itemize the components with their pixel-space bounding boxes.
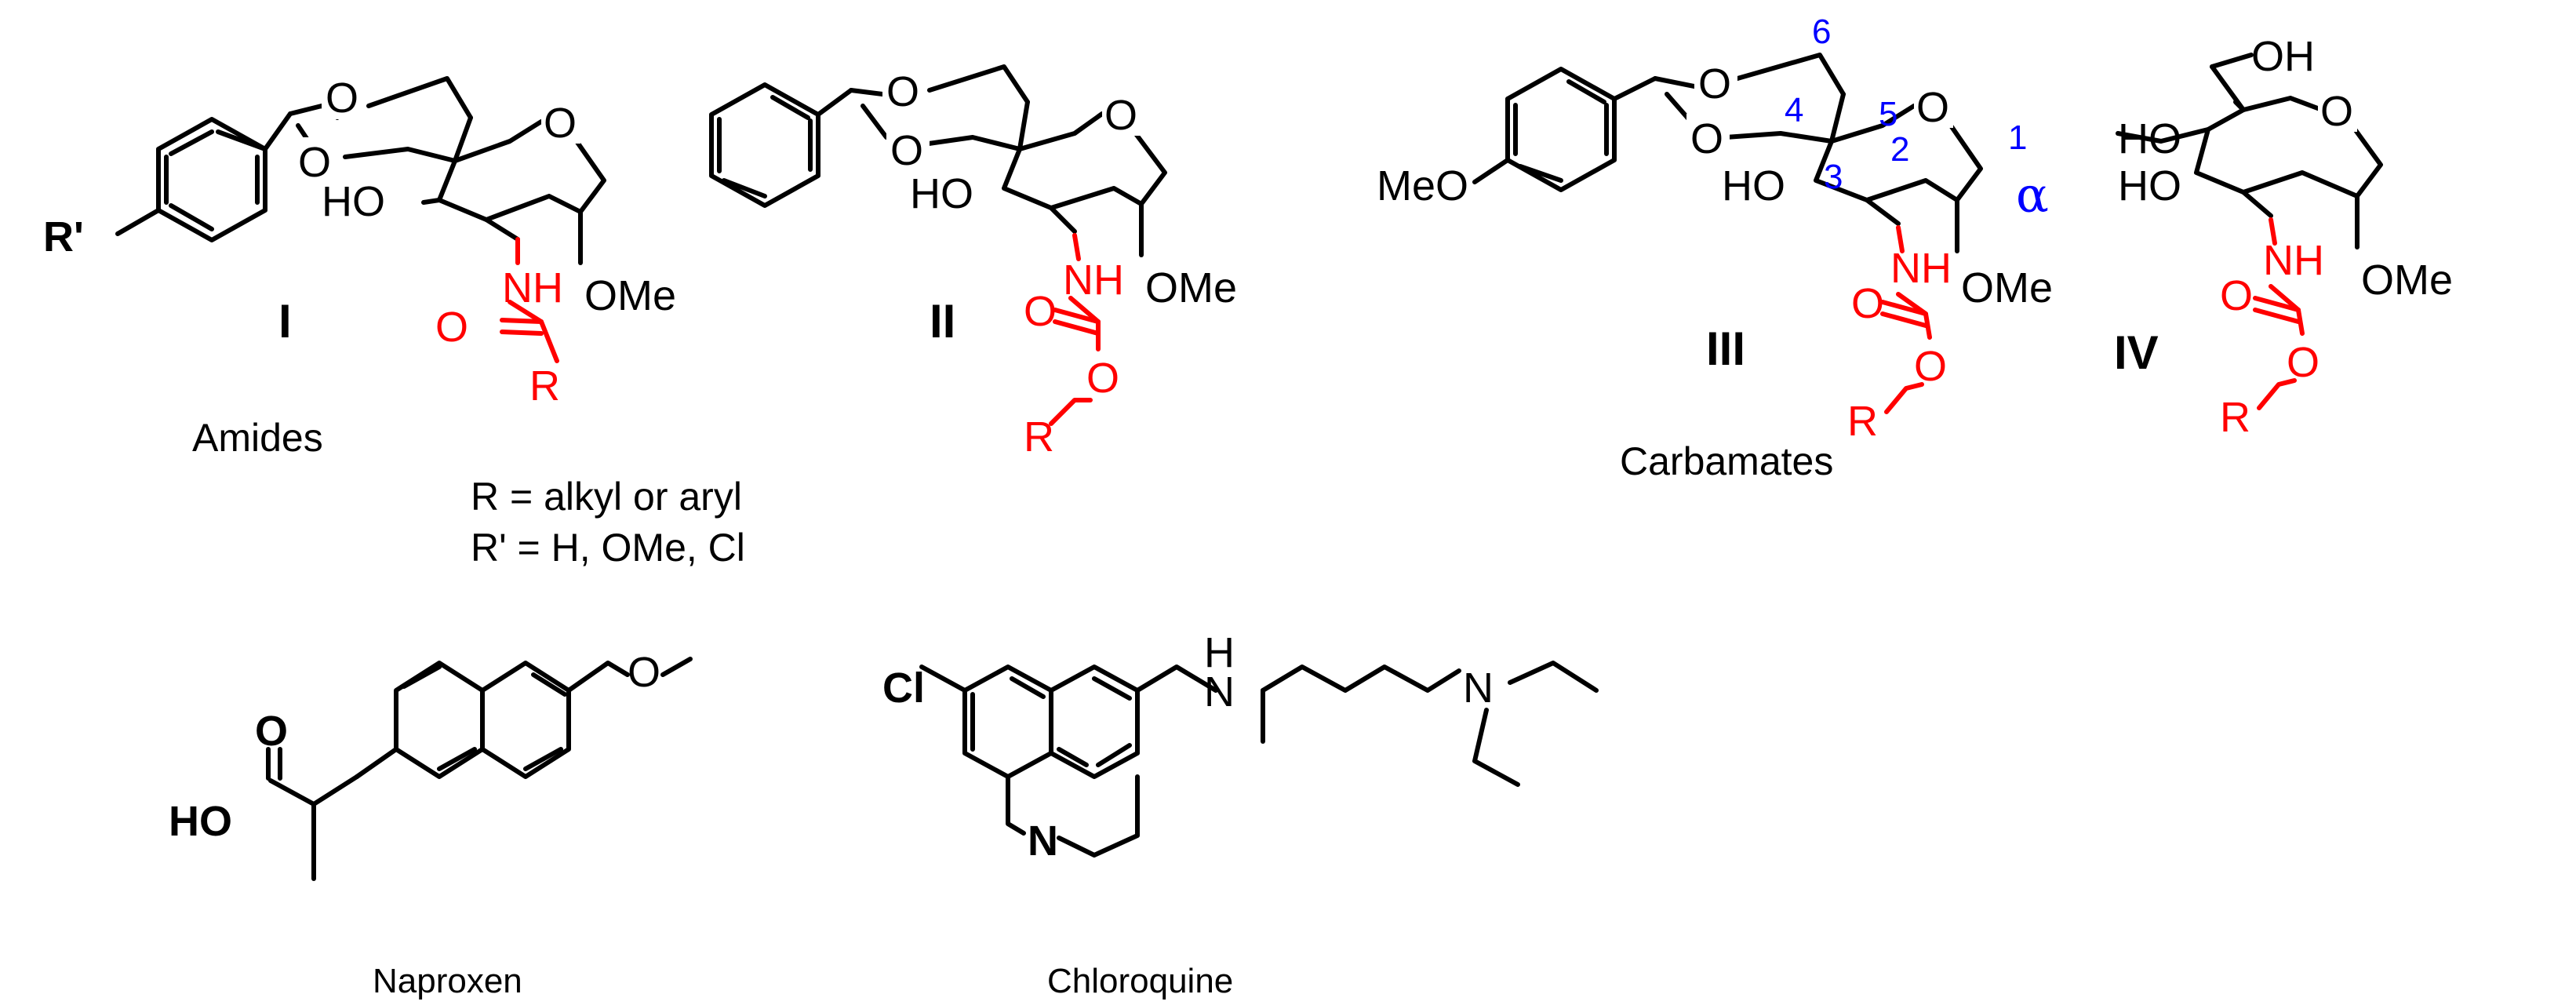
compound-II-phenyl-ring <box>709 82 820 208</box>
amide-nh-label: NH <box>502 264 563 311</box>
ring-nitrogen: N <box>1028 817 1058 865</box>
ring-oxygen: O <box>1916 84 1949 131</box>
carbamate-nh-label: NH <box>2263 237 2324 284</box>
acetal-oxygen-1: O <box>886 68 919 115</box>
compound-id-I: I <box>278 295 292 348</box>
carbonyl-oxygen: O <box>1024 288 1057 335</box>
compound-I: R' O O O HO NH O R OMe I <box>43 72 676 410</box>
hydroxyl-label: HO <box>910 170 973 217</box>
caption-r-definition: R = alkyl or aryl <box>471 475 742 519</box>
alpha-anomer-label: α <box>2016 166 2049 224</box>
r-group-label: R <box>1847 398 1878 445</box>
ring-oxygen: O <box>544 100 577 147</box>
ring-oxygen: O <box>1104 92 1137 139</box>
hydroxyl-4-label: HO <box>2118 115 2181 162</box>
position-3-label: 3 <box>1824 158 1843 196</box>
carbamate-nh-label: NH <box>1890 245 1952 292</box>
secondary-amine-nitrogen: N <box>1204 668 1235 716</box>
naproxen-name: Naproxen <box>373 962 522 1000</box>
compound-II: O O O HO NH O O R OMe II <box>709 64 1237 461</box>
chloroquine-name: Chloroquine <box>1047 962 1233 1000</box>
compound-III-anisyl-ring <box>1505 67 1617 192</box>
tertiary-amine-nitrogen: N <box>1463 665 1494 712</box>
acid-hydroxyl-label: HO <box>169 798 232 845</box>
acetal-oxygen-1: O <box>326 75 358 122</box>
methoxy-aryl-label: MeO <box>1377 162 1468 209</box>
hydroxyl-label: HO <box>322 178 385 225</box>
caption-r-prime-definition: R' = H, OMe, Cl <box>471 526 745 570</box>
r-group-label: R <box>2220 394 2250 441</box>
caption-carbamates: Carbamates <box>1620 439 1833 483</box>
chlorine-label: Cl <box>882 665 925 712</box>
acetal-oxygen-2: O <box>890 127 923 174</box>
carbonyl-oxygen: O <box>1851 280 1884 327</box>
r-prime-label: R' <box>43 213 84 260</box>
carbonyl-oxygen: O <box>255 708 288 755</box>
naproxen-structure: O HO O Naproxen <box>169 649 693 1000</box>
methoxy-label: OMe <box>1961 264 2053 311</box>
position-6-label: 6 <box>1812 13 1831 51</box>
ester-oxygen: O <box>2287 339 2319 386</box>
methoxy-label: OMe <box>1145 264 1237 311</box>
compound-I-aryl-ring <box>156 117 267 242</box>
r-group-label: R <box>1024 413 1054 461</box>
hydroxyl-label: HO <box>1722 162 1785 209</box>
position-2-label: 2 <box>1890 130 1909 169</box>
carbonyl-oxygen: O <box>435 304 468 351</box>
position-1-label: 1 <box>2008 118 2027 157</box>
position-5-label: 5 <box>1879 95 1897 133</box>
chloroquine-structure: Cl N H N N Chloroquine <box>882 629 1599 1000</box>
methoxy-label: OMe <box>584 272 676 319</box>
acetal-oxygen-1: O <box>1698 60 1731 107</box>
compound-id-III: III <box>1706 322 1745 375</box>
compound-III: MeO O O O HO NH O O R OMe 1 α 2 3 4 5 6 … <box>1377 13 2053 445</box>
primary-hydroxyl-label: OH <box>2251 33 2315 80</box>
ether-oxygen: O <box>628 649 660 696</box>
methoxy-label: OMe <box>2361 257 2453 304</box>
ester-oxygen: O <box>1914 343 1947 390</box>
compound-IV: OH HO HO O NH O O R OMe IV <box>2114 33 2453 441</box>
carbonyl-oxygen: O <box>2220 272 2253 319</box>
amine-h-label: H <box>1204 629 1235 676</box>
acetal-oxygen-2: O <box>298 139 331 186</box>
position-4-label: 4 <box>1785 91 1803 129</box>
r-group-label: R <box>529 362 560 410</box>
ester-oxygen: O <box>1086 355 1119 402</box>
caption-amides: Amides <box>192 416 323 460</box>
acetal-oxygen-2: O <box>1690 115 1723 162</box>
ring-oxygen: O <box>2320 88 2353 135</box>
compound-id-IV: IV <box>2114 326 2159 379</box>
carbamate-nh-label: NH <box>1063 257 1124 304</box>
hydroxyl-3-label: HO <box>2118 162 2181 209</box>
compound-id-II: II <box>930 295 955 348</box>
